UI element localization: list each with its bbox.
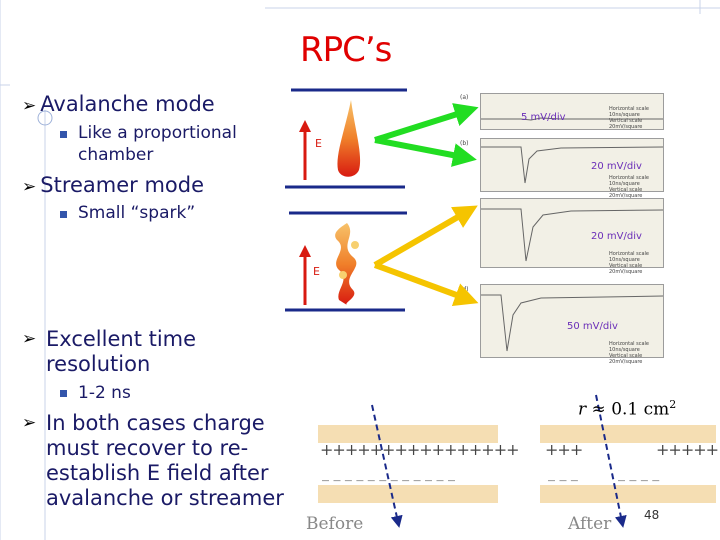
after-track-arrow — [595, 394, 627, 528]
green-arrow — [374, 137, 477, 167]
avalanche-streamer-drawing — [285, 88, 407, 312]
avalanche-illustration: E E — [285, 85, 410, 315]
bullet-avalanche: ➢Avalanche mode — [22, 92, 215, 119]
before-minus-charges: _ _ _ _ _ _ _ _ _ _ _ _ — [322, 466, 455, 482]
slide-title: RPC’s — [300, 30, 392, 70]
before-track-arrow — [371, 404, 403, 528]
bullet-recovery: ➢ In both cases charge must recover to r… — [22, 411, 292, 511]
trace-c-waveform — [481, 208, 663, 262]
yellow-arrow — [373, 205, 478, 268]
trace-c-scale: 20 mV/div — [591, 231, 642, 242]
after-label: After — [568, 514, 612, 534]
axis-note-line2: Vertical scale 20mV/square — [609, 187, 643, 199]
arrow-bullet-icon: ➢ — [22, 413, 37, 433]
arrow-bullet-icon: ➢ — [22, 329, 37, 349]
formula-exponent: 2 — [669, 398, 677, 411]
field-label-avalanche: E — [315, 137, 322, 150]
arrow-bullet-icon: ➢ — [22, 177, 37, 197]
bullet-streamer-sub: Small “spark” — [78, 203, 196, 223]
axis-note-line1: Horizontal scale 10ns/square — [609, 251, 650, 263]
field-label-streamer: E — [313, 265, 320, 278]
before-label: Before — [306, 514, 364, 534]
axis-note-line2: Vertical scale 20mV/square — [609, 263, 643, 275]
trace-a-tag: (a) — [460, 94, 469, 101]
axis-note-line1: Horizontal scale 10ns/square — [609, 175, 650, 187]
bullet-avalanche-label: Avalanche mode — [40, 92, 215, 116]
green-arrow — [374, 103, 479, 143]
trace-d-scale: 50 mV/div — [567, 321, 618, 332]
trace-a-scale: 5 mV/div — [521, 112, 566, 123]
before-bottom-plate — [318, 485, 498, 503]
after-plus-left: +++ — [545, 440, 583, 459]
bullet-time-resolution-label: Excellent time resolution — [46, 327, 197, 376]
bullet-streamer: ➢Streamer mode — [22, 173, 204, 200]
trace-b-scale: 20 mV/div — [591, 161, 642, 172]
rate-formula: r ≈ 0.1 cm2 — [578, 398, 676, 420]
square-bullet-icon — [60, 131, 67, 138]
yellow-arrow — [373, 262, 479, 307]
before-plus-charges: ++++++++++++++++ — [320, 440, 519, 459]
trace-d-waveform — [481, 294, 663, 352]
axis-note-line2: Vertical scale 20mV/square — [609, 353, 643, 365]
square-bullet-icon — [60, 390, 67, 397]
formula-rhs: ≈ 0.1 cm — [591, 399, 670, 420]
page-number: 48 — [644, 508, 660, 522]
square-bullet-icon — [60, 211, 67, 218]
after-plus-right: +++++ — [656, 440, 719, 459]
after-bottom-plate — [540, 485, 716, 503]
axis-note-line1: Horizontal scale 10ns/square — [609, 341, 650, 353]
axis-note-line2: Vertical scale 20mV/square — [609, 118, 643, 130]
bullet-streamer-label: Streamer mode — [40, 173, 205, 197]
bullet-avalanche-sub: Like a proportional chamber — [78, 123, 237, 165]
arrow-bullet-icon: ➢ — [22, 96, 37, 116]
bullet-time-resolution: ➢ Excellent time resolution — [22, 327, 222, 377]
trace-b-waveform — [481, 146, 663, 184]
after-top-plate — [540, 425, 716, 443]
formula-lhs: r — [578, 399, 587, 420]
after-minus-charges: _ _ _ _ _ _ _ — [548, 466, 660, 482]
axis-note-line1: Horizontal scale 10ns/square — [609, 106, 650, 118]
bullet-time-resolution-sub: 1-2 ns — [78, 383, 131, 403]
before-top-plate — [318, 425, 498, 443]
bullet-recovery-label: In both cases charge must recover to re-… — [46, 411, 284, 510]
trace-a-waveform — [481, 117, 663, 121]
